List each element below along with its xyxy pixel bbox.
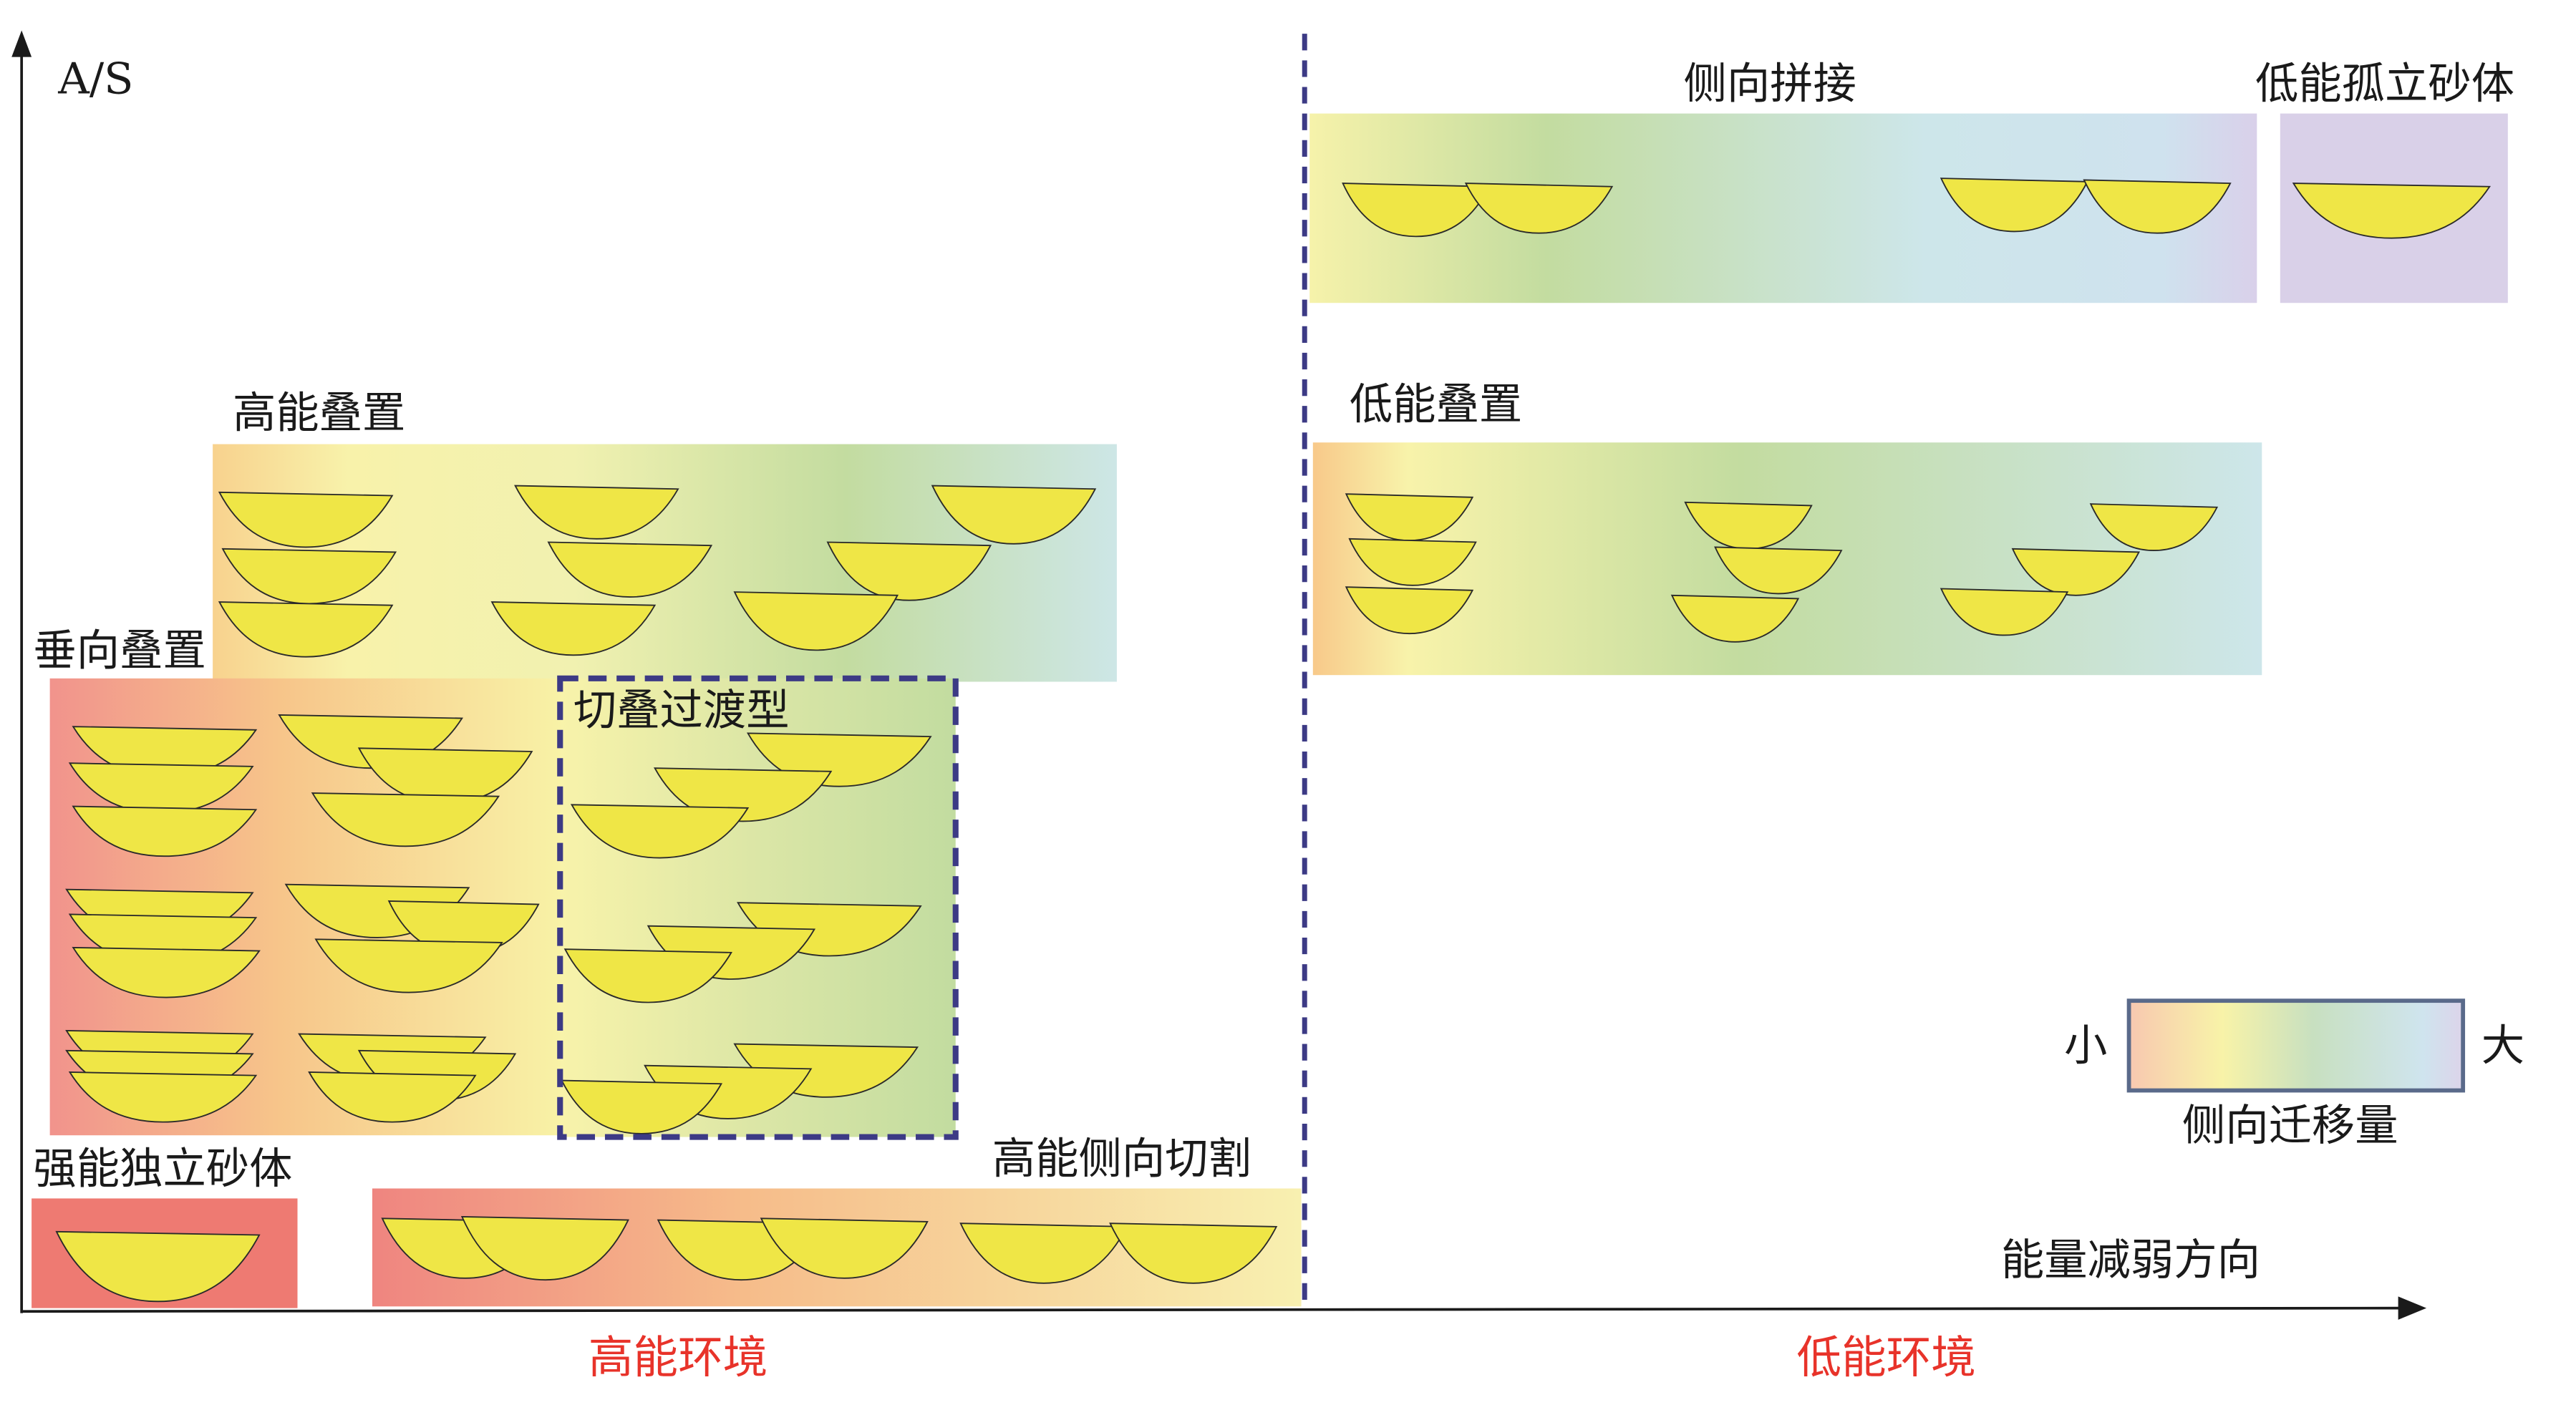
legend-max-label: 大 [2481, 1021, 2524, 1071]
sand-body-bowl [959, 1222, 1128, 1284]
sand-body-bowl [1345, 586, 1474, 635]
sand-body-bowl [561, 1079, 723, 1134]
sand-body-bowl [1940, 178, 2089, 233]
y-axis-label: A/S [57, 54, 133, 104]
x-axis [21, 1306, 2402, 1313]
sand-body-bowl [547, 541, 713, 598]
sand-body-bowl [760, 1217, 929, 1279]
label-low-energy-isolated-sand: 低能孤立砂体 [2255, 59, 2514, 110]
sand-body-bowl [1940, 588, 2069, 636]
low-energy-environment-label: 低能环境 [1796, 1331, 1976, 1384]
sand-body-bowl [1714, 546, 1843, 595]
sand-bodies [55, 178, 2492, 1303]
high-energy-environment-label: 高能环境 [589, 1331, 768, 1384]
sand-body-bowl [460, 1215, 629, 1281]
sand-body-bowl [826, 541, 992, 601]
sand-body-bowl [72, 805, 258, 857]
legend-title: 侧向迁移量 [2182, 1101, 2398, 1151]
sand-body-bowl [314, 938, 503, 993]
sand-body-bowl [1670, 594, 1800, 643]
y-axis-arrow-icon [11, 30, 32, 57]
sand-body-bowl [311, 792, 500, 847]
sand-body-bowl [1464, 183, 1614, 234]
legend-color-bar [2126, 998, 2466, 1093]
sand-body-bowl [2011, 548, 2141, 596]
sand-body-bowl [1348, 538, 1477, 586]
label-low-energy-stacking: 低能叠置 [1350, 380, 1522, 430]
label-cut-stack-transition: 切叠过渡型 [573, 686, 790, 736]
x-axis-label: 能量减弱方向 [2001, 1235, 2260, 1285]
x-axis-arrow-icon [2398, 1296, 2427, 1320]
sand-body-bowl [1109, 1222, 1278, 1284]
sand-body-bowl [570, 804, 750, 859]
label-lateral-splicing: 侧向拼接 [1683, 59, 1856, 110]
sand-body-bowl [308, 1071, 477, 1123]
sand-body-bowl [1342, 183, 1491, 238]
sand-body-bowl [2089, 503, 2219, 552]
label-strong-isolated-sand: 强能独立砂体 [33, 1144, 292, 1195]
sand-body-bowl [563, 948, 732, 1003]
sand-body-bowl [218, 601, 394, 658]
sand-body-bowl [2083, 179, 2232, 234]
sand-body-bowl [55, 1230, 261, 1303]
sand-body-bowl [2292, 183, 2492, 239]
sand-body-bowl [931, 485, 1097, 545]
label-high-energy-stacking: 高能叠置 [233, 388, 405, 438]
sand-body-bowl [514, 485, 679, 540]
sand-body-bowl [490, 601, 657, 656]
sand-body-bowl [72, 946, 261, 998]
cut-stack-transition-dashed-box [557, 675, 959, 1140]
label-vertical-stacking: 垂向叠置 [33, 626, 205, 676]
sand-body-bowl [68, 1071, 258, 1123]
sand-body-bowl [218, 491, 394, 548]
label-high-energy-lateral-cut: 高能侧向切割 [992, 1134, 1251, 1185]
legend-min-label: 小 [2064, 1021, 2107, 1071]
sand-body-bowl [733, 591, 899, 651]
